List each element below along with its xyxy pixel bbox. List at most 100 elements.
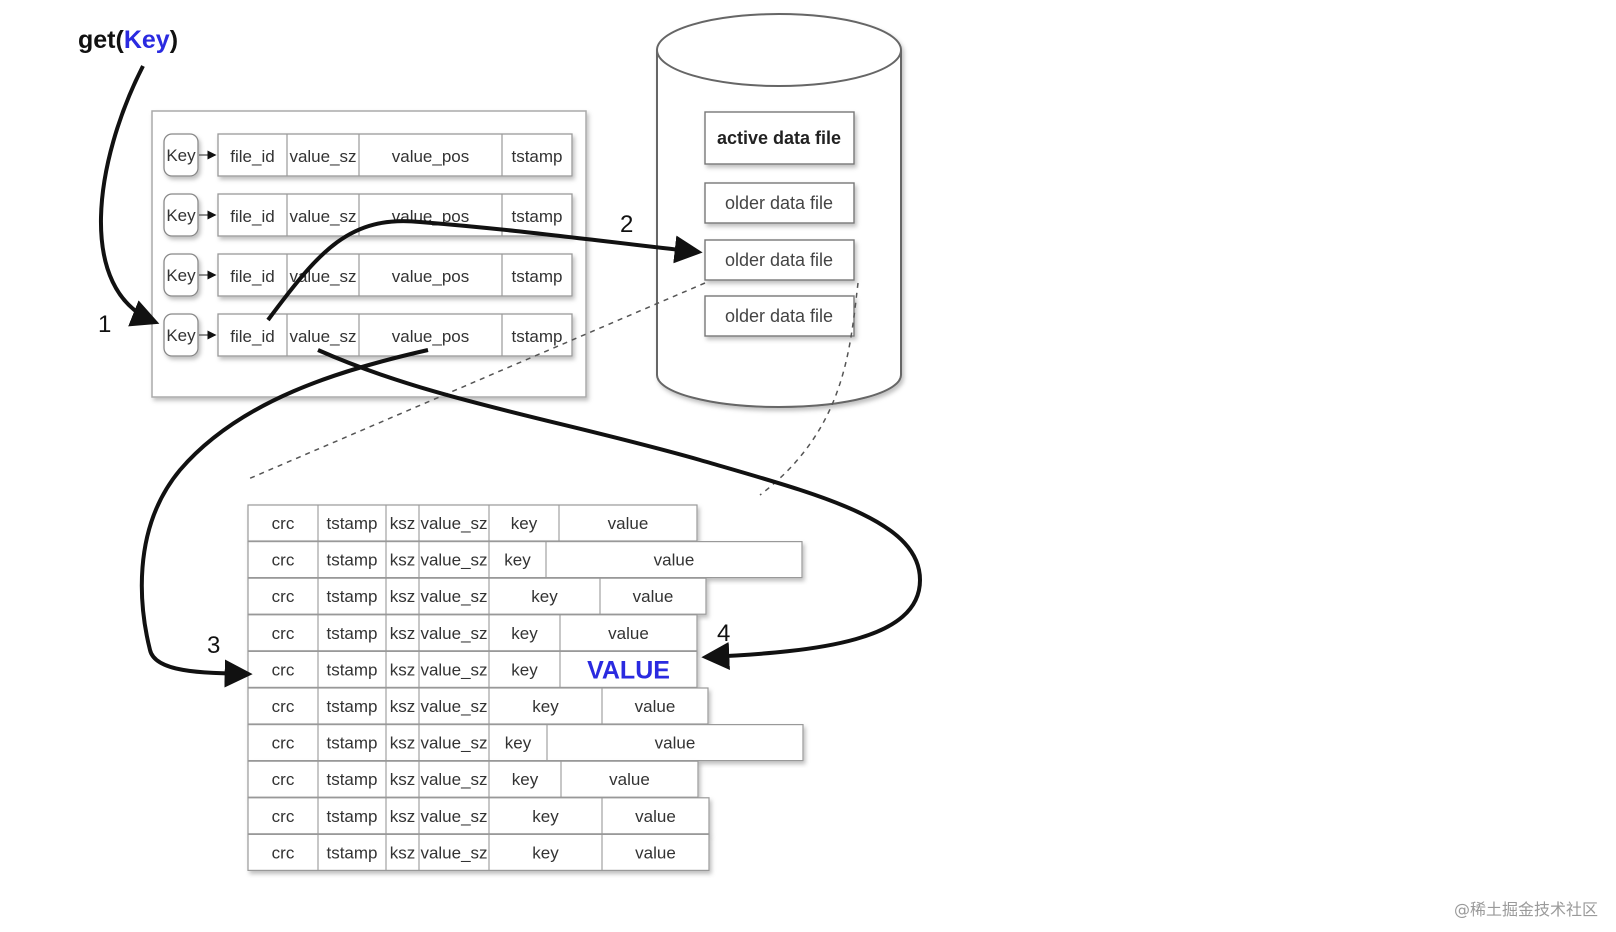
data-cell: crc [272,624,295,643]
keydir-entry [217,313,573,357]
data-record [247,760,699,798]
data-cell: value_sz [420,587,487,606]
data-cell: crc [272,514,295,533]
data-cell: crc [272,551,295,570]
keydir-cell: value_sz [289,207,356,226]
zoom-line-left [245,282,706,481]
data-cell: tstamp [326,551,377,570]
key-node-label: Key [166,266,196,285]
data-cell: value [608,624,649,643]
keydir-cell: file_id [230,327,274,346]
data-record [247,687,709,725]
keydir-cell: value_sz [289,327,356,346]
data-cell: ksz [390,770,416,789]
data-cell: value [654,551,695,570]
keydir-cell: file_id [230,147,274,166]
keydir-cell: file_id [230,267,274,286]
key-node-label: Key [166,146,196,165]
retrieved-value: VALUE [587,656,670,684]
data-cell: key [512,770,539,789]
data-cell: crc [272,660,295,679]
data-cell: tstamp [326,624,377,643]
keydir-cell: value_pos [392,267,470,286]
data-cell: tstamp [326,587,377,606]
data-cell: crc [272,697,295,716]
data-cell: value_sz [420,697,487,716]
keydir-entry [217,133,573,177]
data-cell: ksz [390,697,416,716]
data-cell: value_sz [420,660,487,679]
step-3-label: 3 [207,632,220,659]
data-cell: tstamp [326,770,377,789]
data-record [247,504,698,542]
data-file-label: older data file [725,250,833,270]
watermark: @稀土掘金技术社区 [1453,900,1598,919]
data-cell: tstamp [326,697,377,716]
step-2-label: 2 [620,211,633,238]
data-cell: ksz [390,660,416,679]
key-node [163,313,199,357]
keydir-cell: tstamp [511,147,562,166]
key-node [163,193,199,237]
keydir-cell: tstamp [511,327,562,346]
older-data-file [704,182,855,224]
data-cell: tstamp [326,843,377,862]
arrow-step-1 [99,65,160,327]
data-cell: ksz [390,624,416,643]
arrow-step-3 [139,348,429,688]
data-cell: key [531,587,558,606]
keydir-cell: tstamp [511,267,562,286]
step-1-label: 1 [98,311,111,338]
data-cell: tstamp [326,734,377,753]
data-cell: value_sz [420,770,487,789]
active-data-file [704,111,855,165]
zoom-line-right [759,282,859,496]
data-cell: crc [272,843,295,862]
data-cell: key [511,660,538,679]
data-cell: crc [272,587,295,606]
data-record [247,723,804,762]
data-cell: value [633,587,674,606]
keydir-cell: file_id [230,207,274,226]
data-cell: value_sz [420,843,487,862]
data-cell: value_sz [420,551,487,570]
data-file-label: active data file [717,128,841,148]
data-cell: value_sz [420,807,487,826]
key-node [163,133,199,177]
data-cell: tstamp [326,514,377,533]
data-cell: value_sz [420,624,487,643]
data-cell: key [532,843,559,862]
data-record [247,614,698,652]
data-record [247,797,710,835]
keydir-cell: value_pos [392,147,470,166]
data-cell: key [504,551,531,570]
keydir-cell: value_sz [289,147,356,166]
data-cell: ksz [390,514,416,533]
data-cell: ksz [390,587,416,606]
data-cell: ksz [390,843,416,862]
arrow-step-2 [266,219,703,322]
older-data-file [704,239,855,281]
data-cell: key [532,697,559,716]
data-cell: value [635,843,676,862]
data-cell: value [635,697,676,716]
data-file-label: older data file [725,193,833,213]
keydir-cell: tstamp [511,207,562,226]
data-cell: crc [272,770,295,789]
data-cell: crc [272,734,295,753]
step-4-label: 4 [717,620,730,647]
